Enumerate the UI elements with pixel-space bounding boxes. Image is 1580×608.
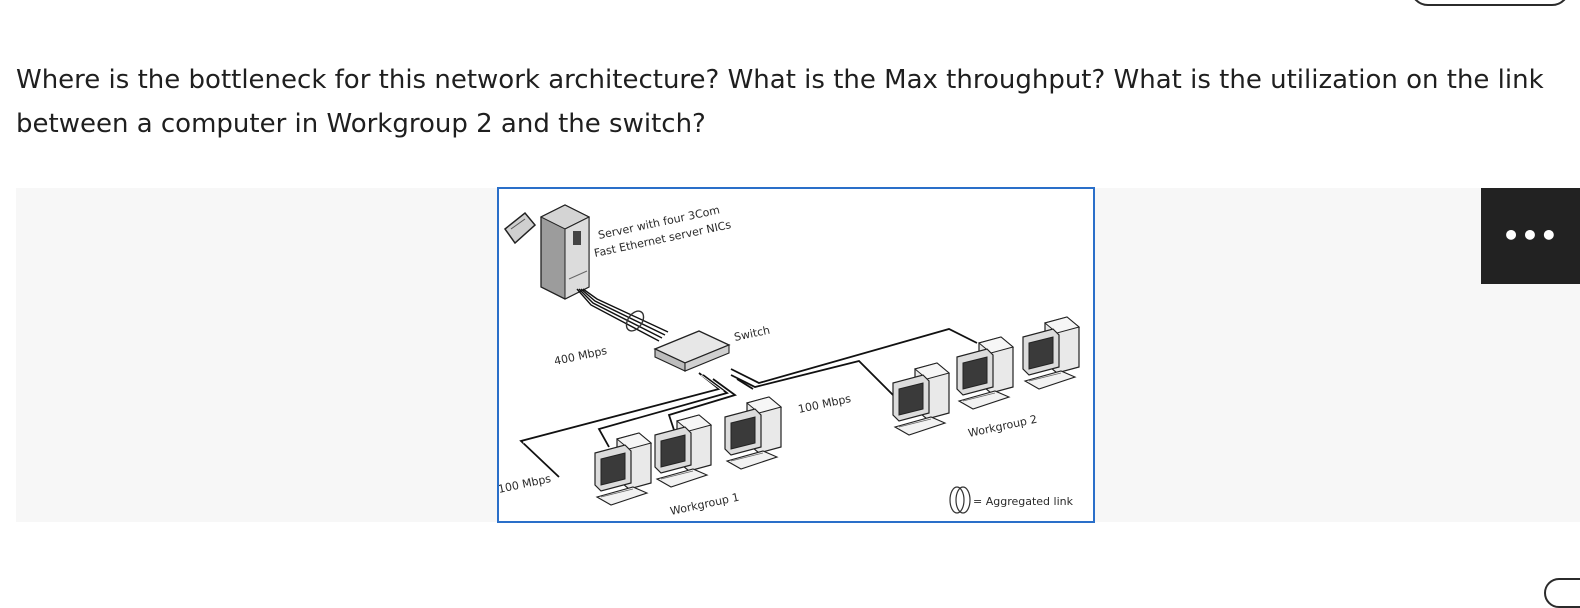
legend-text: = Aggregated link [973,495,1074,508]
aggregated-link-legend-icon [949,486,971,514]
workgroup1-computers [594,396,782,506]
label-switch: Switch [733,324,771,344]
workgroup2-computers [892,316,1080,436]
network-diagram: Server with four 3Com Fast Ethernet serv… [499,203,1080,518]
label-100-mbps-middle: 100 Mbps [797,392,852,416]
top-pill-button[interactable] [1410,0,1570,6]
label-workgroup-1: Workgroup 1 [669,491,740,518]
switch-workgroup2-links [730,328,978,402]
server-icon [539,204,591,300]
label-workgroup-2: Workgroup 2 [967,413,1038,440]
server-switch-links [576,288,669,342]
nic-card-icon [503,211,537,245]
question-text: Where is the bottleneck for this network… [16,65,1544,139]
bottom-edge-outline [1544,578,1580,608]
more-options-label: ••• [1502,219,1559,252]
label-400-mbps: 400 Mbps [553,344,608,368]
aggregated-link-ring-icon [625,310,645,332]
network-diagram-figure[interactable]: Server with four 3Com Fast Ethernet serv… [497,187,1095,523]
switch-icon [653,330,731,372]
more-options-button[interactable]: ••• [1481,188,1580,284]
label-100-mbps-left: 100 Mbps [499,472,552,496]
